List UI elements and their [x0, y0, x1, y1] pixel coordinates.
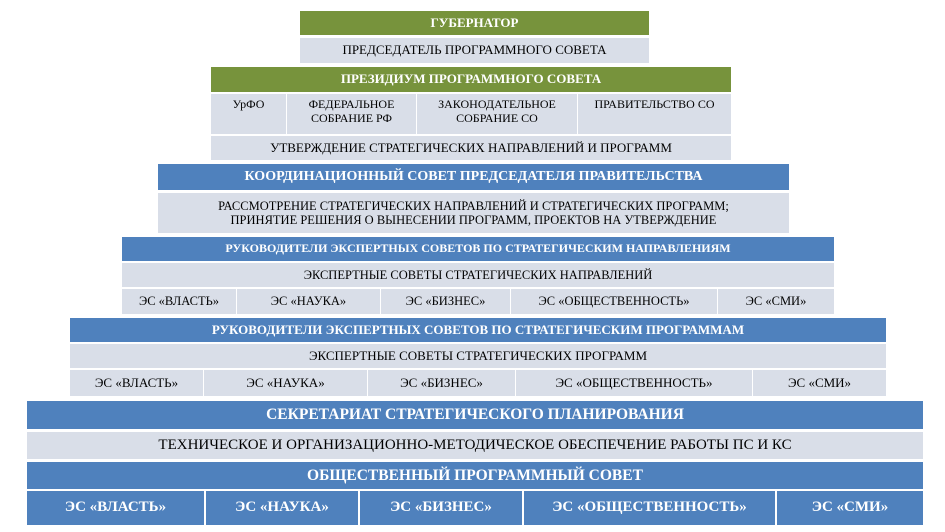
coordination-function-line: РАССМОТРЕНИЕ СТРАТЕГИЧЕСКИХ НАПРАВЛЕНИЙ … — [218, 198, 729, 213]
public-council: ЭС «СМИ» — [777, 491, 923, 525]
direction-council: ЭС «ОБЩЕСТВЕННОСТЬ» — [511, 289, 718, 314]
direction-council: ЭС «СМИ» — [718, 289, 834, 314]
presidium-function: УТВЕРЖДЕНИЕ СТРАТЕГИЧЕСКИХ НАПРАВЛЕНИЙ И… — [211, 136, 731, 160]
public-council-title: ОБЩЕСТВЕННЫЙ ПРОГРАММНЫЙ СОВЕТ — [27, 462, 923, 489]
presidium-title: ПРЕЗИДИУМ ПРОГРАММНОГО СОВЕТА — [211, 67, 731, 92]
directions-title: РУКОВОДИТЕЛИ ЭКСПЕРТНЫХ СОВЕТОВ ПО СТРАТ… — [122, 237, 834, 261]
governor-box: ГУБЕРНАТОР — [300, 11, 649, 35]
public-council: ЭС «НАУКА» — [206, 491, 360, 525]
programs-title: РУКОВОДИТЕЛИ ЭКСПЕРТНЫХ СОВЕТОВ ПО СТРАТ… — [70, 318, 886, 342]
public-council: ЭС «ВЛАСТЬ» — [27, 491, 206, 525]
direction-council: ЭС «БИЗНЕС» — [381, 289, 511, 314]
secretariat-function: ТЕХНИЧЕСКОЕ И ОРГАНИЗАЦИОННО-МЕТОДИЧЕСКО… — [27, 432, 923, 459]
directions-subtitle: ЭКСПЕРТНЫЕ СОВЕТЫ СТРАТЕГИЧЕСКИХ НАПРАВЛ… — [122, 263, 834, 287]
programs-subtitle: ЭКСПЕРТНЫЕ СОВЕТЫ СТРАТЕГИЧЕСКИХ ПРОГРАМ… — [70, 344, 886, 368]
presidium-member: ФЕДЕРАЛЬНОЕ СОБРАНИЕ РФ — [287, 94, 417, 134]
secretariat-title: СЕКРЕТАРИАТ СТРАТЕГИЧЕСКОГО ПЛАНИРОВАНИЯ — [27, 401, 923, 429]
presidium-member: УрФО — [211, 94, 287, 134]
program-council: ЭС «ВЛАСТЬ» — [70, 370, 204, 396]
directions-councils-row: ЭС «ВЛАСТЬ» ЭС «НАУКА» ЭС «БИЗНЕС» ЭС «О… — [122, 289, 834, 314]
program-council: ЭС «БИЗНЕС» — [368, 370, 516, 396]
presidium-members-row: УрФО ФЕДЕРАЛЬНОЕ СОБРАНИЕ РФ ЗАКОНОДАТЕЛ… — [211, 94, 731, 134]
programs-councils-row: ЭС «ВЛАСТЬ» ЭС «НАУКА» ЭС «БИЗНЕС» ЭС «О… — [70, 370, 886, 396]
chairman-box: ПРЕДСЕДАТЕЛЬ ПРОГРАММНОГО СОВЕТА — [300, 38, 649, 63]
coordination-function: РАССМОТРЕНИЕ СТРАТЕГИЧЕСКИХ НАПРАВЛЕНИЙ … — [158, 193, 789, 233]
presidium-member: ЗАКОНОДАТЕЛЬНОЕ СОБРАНИЕ СО — [417, 94, 578, 134]
coordination-function-line: ПРИНЯТИЕ РЕШЕНИЯ О ВЫНЕСЕНИИ ПРОГРАММ, П… — [230, 213, 717, 227]
public-council: ЭС «ОБЩЕСТВЕННОСТЬ» — [524, 491, 777, 525]
presidium-member: ПРАВИТЕЛЬСТВО СО — [578, 94, 731, 134]
direction-council: ЭС «ВЛАСТЬ» — [122, 289, 237, 314]
program-council: ЭС «СМИ» — [753, 370, 886, 396]
coordination-title: КООРДИНАЦИОННЫЙ СОВЕТ ПРЕДСЕДАТЕЛЯ ПРАВИ… — [158, 164, 789, 190]
program-council: ЭС «ОБЩЕСТВЕННОСТЬ» — [516, 370, 753, 396]
direction-council: ЭС «НАУКА» — [237, 289, 381, 314]
program-council: ЭС «НАУКА» — [204, 370, 368, 396]
public-council: ЭС «БИЗНЕС» — [360, 491, 524, 525]
public-councils-row: ЭС «ВЛАСТЬ» ЭС «НАУКА» ЭС «БИЗНЕС» ЭС «О… — [27, 491, 923, 525]
